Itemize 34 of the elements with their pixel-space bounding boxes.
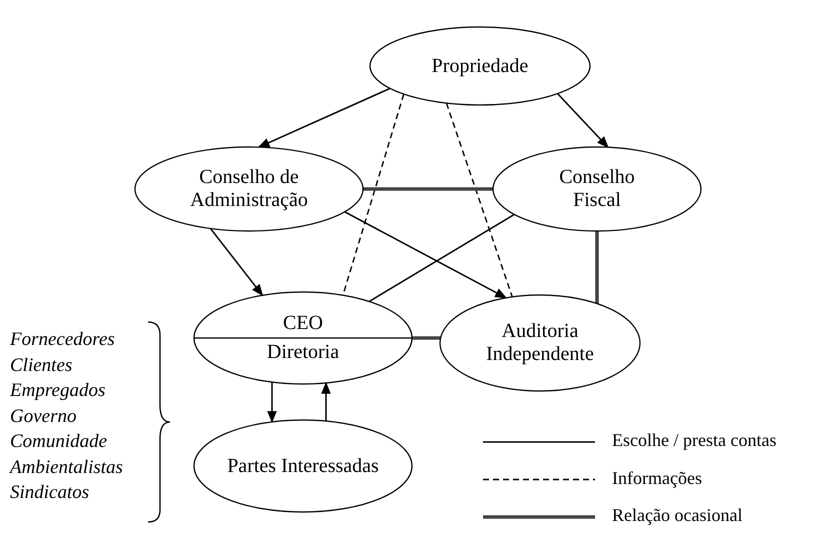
node-label: Conselho de Administração — [189, 166, 309, 212]
list-item: Fornecedores — [10, 328, 115, 352]
arrow — [344, 211, 508, 299]
legend-label: Relação ocasional — [612, 505, 742, 526]
node-label: CEO — [282, 312, 324, 335]
list-item: Empregados — [10, 379, 106, 402]
list-item: Sindicatos — [10, 481, 90, 504]
legend-label: Escolhe / presta contas — [612, 430, 776, 451]
arrow — [210, 228, 264, 296]
ellipse-node — [194, 420, 412, 512]
arrow — [258, 88, 390, 148]
node-label: Diretoria — [266, 341, 340, 364]
ellipse-node — [493, 147, 701, 231]
ellipse-node — [440, 295, 640, 391]
ellipse-node — [194, 292, 412, 384]
node-label: Propriedade — [430, 54, 530, 78]
node-label: Partes Interessadas — [226, 454, 380, 478]
ellipse-node — [370, 27, 590, 105]
connector-line — [412, 336, 441, 340]
node-label: Conselho Fiscal — [558, 166, 636, 212]
list-item: Governo — [10, 404, 76, 428]
list-item: Ambientalistas — [10, 456, 123, 479]
connector-line — [446, 102, 513, 298]
arrow — [267, 382, 277, 424]
legend-label: Informações — [612, 468, 702, 488]
arrow — [321, 382, 331, 422]
list-item: Clientes — [10, 354, 72, 377]
list-item: Comunidade — [10, 430, 108, 454]
connector-line — [363, 187, 493, 191]
arrow — [557, 93, 609, 148]
connector-line — [595, 231, 599, 304]
ellipse-node — [135, 147, 363, 231]
connector-line — [368, 214, 515, 302]
node-label: Auditoria Independente — [485, 320, 595, 366]
